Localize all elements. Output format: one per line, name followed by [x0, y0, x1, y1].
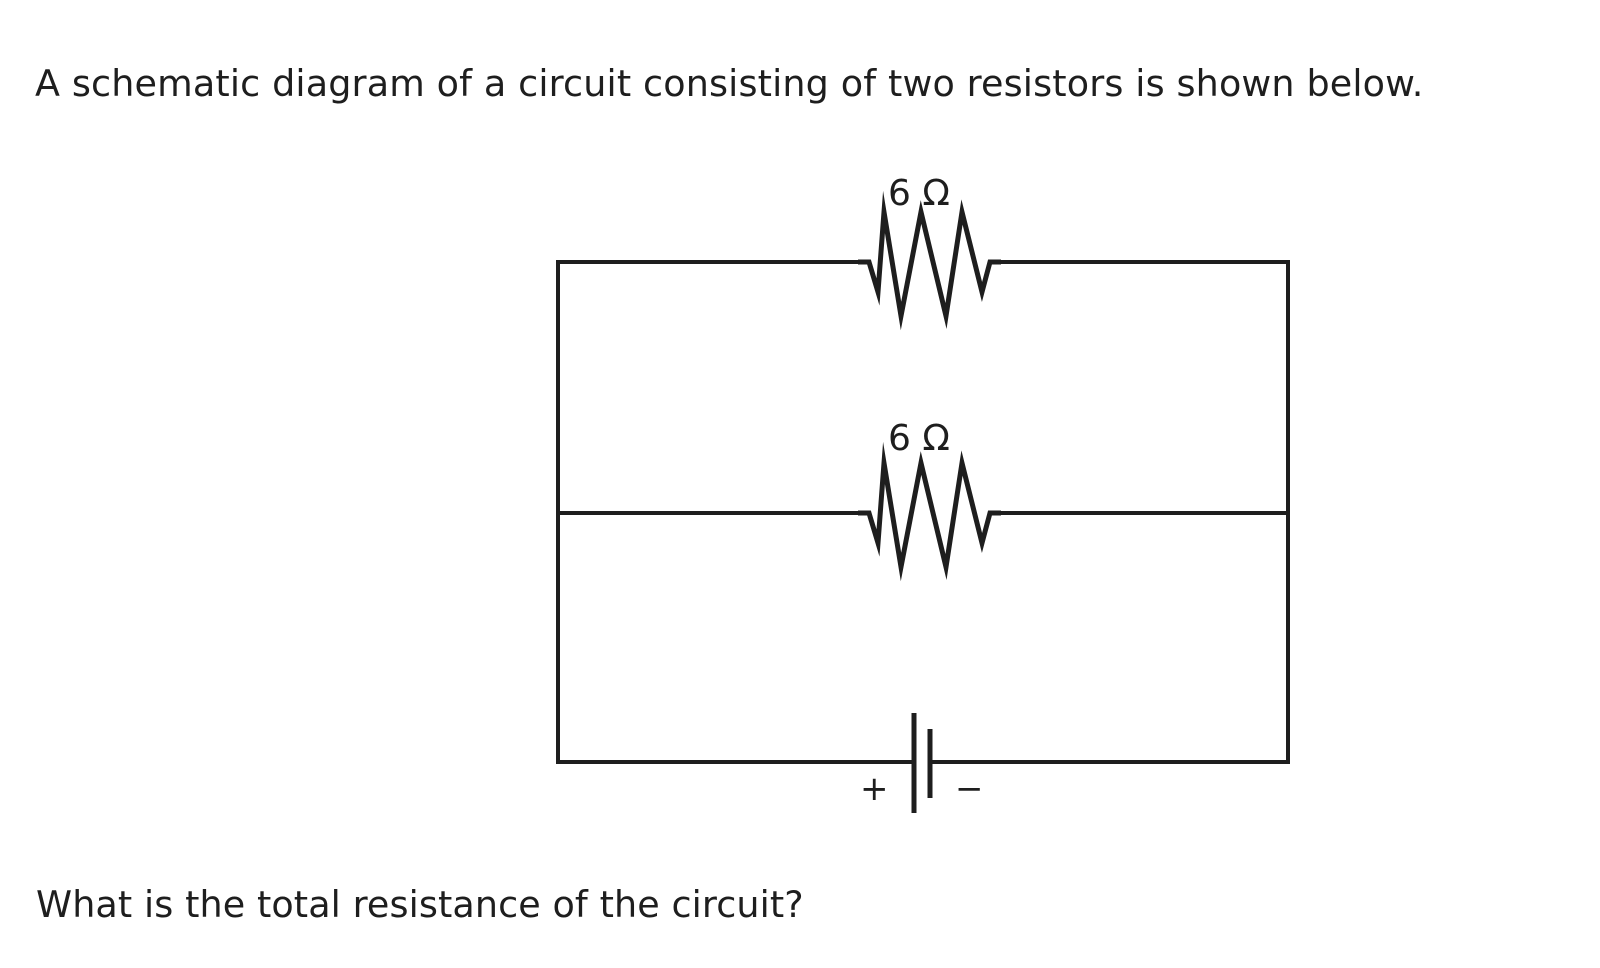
battery-negative-label: −	[955, 769, 984, 809]
top-branch: 6 Ω	[556, 173, 1290, 331]
battery-positive-label: +	[860, 769, 889, 809]
resistor-r2-label: 6 Ω	[888, 418, 950, 459]
resistor-r1-label: 6 Ω	[888, 173, 950, 214]
resistor-r1-symbol	[858, 190, 1001, 331]
question-text: What is the total resistance of the circ…	[36, 883, 804, 926]
resistor-r2-symbol	[858, 441, 1001, 582]
battery-branch: + −	[556, 713, 1290, 813]
prompt-text: A schematic diagram of a circuit consist…	[35, 62, 1424, 105]
middle-branch: 6 Ω	[556, 418, 1290, 582]
